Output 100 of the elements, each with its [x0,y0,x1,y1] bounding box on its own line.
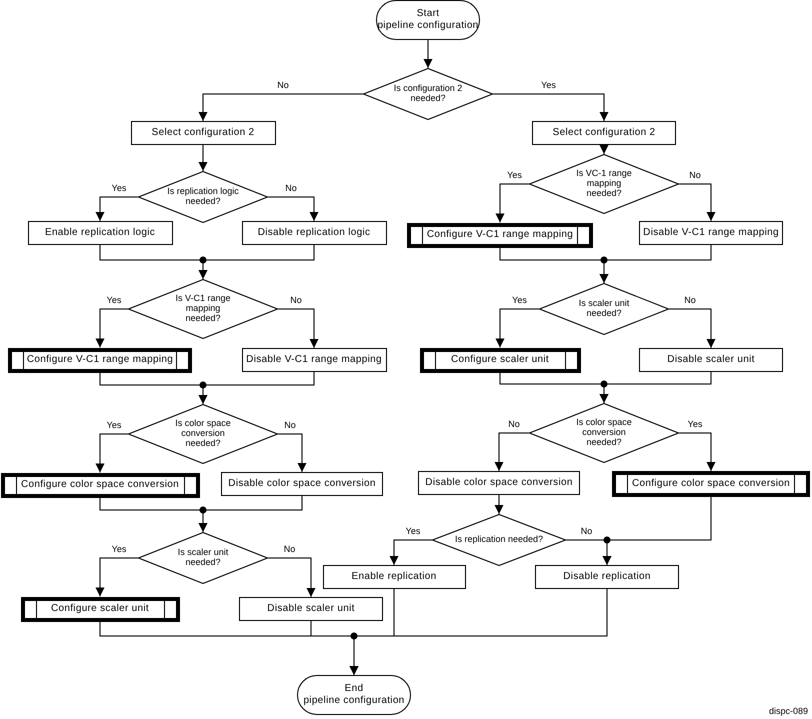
node-text: Configure scaler unit [50,603,149,615]
terminal-shape [297,675,411,715]
terminal-shape [376,0,480,40]
node-text: Configure color space conversion [632,478,790,490]
decision-diamond [138,171,268,223]
process-box [639,348,783,372]
edge-label: Yes [506,170,523,180]
node-text: Is replication needed? [454,535,544,545]
subprocess-box [612,471,810,497]
arrow [600,244,712,284]
arrow [494,494,504,514]
arrow [600,144,608,154]
arrow [496,184,530,223]
process-box [242,348,386,372]
figure-id: dispc-089 [768,706,808,716]
process-box [535,565,679,589]
decision-diamond [128,404,278,464]
process-box [639,221,783,245]
process-box [242,221,386,245]
arrow [566,540,612,566]
node-text: Disable scaler unit [267,603,355,615]
arrow [198,94,364,122]
arrow [678,184,716,222]
decision-diamond [432,514,566,566]
process-box [28,221,172,245]
edge-label: Yes [110,544,128,554]
edge-label: Yes [511,295,528,305]
arrow [278,308,318,348]
arrow [668,308,716,348]
node-text: Enable replication logic [44,227,156,239]
node-text: Is VC-1 range mapping needed? [575,169,633,199]
arrow [390,540,432,566]
edge-label: No [688,170,702,180]
edge-label: No [580,526,594,536]
node-text: Disable color space conversion [228,478,376,490]
process-box [418,471,580,495]
decision-diamond [529,154,679,214]
arrow [96,434,128,473]
edge-label: Yes [686,419,704,429]
node-text: Select configuration 2 [552,127,656,139]
decision-diamond [138,532,268,584]
arrow [198,372,314,404]
node-text: Configure V-C1 range mapping [26,354,174,366]
arrow [268,196,318,222]
decision-diamond [539,283,669,335]
node-text: Disable V-C1 range mapping [246,354,382,366]
node-text: Is color space conversion needed? [575,418,633,448]
arrow [496,308,540,348]
subprocess-box [420,348,580,372]
node-text: Enable replication [352,571,436,583]
edge-label: Yes [106,420,122,430]
arrow [678,432,716,472]
arrow [492,94,608,122]
node-text: pipeline configuration [303,695,405,707]
arrow [424,40,432,68]
node-text: Disable replication logic [258,227,370,239]
arrow [268,558,316,598]
edge-label: Yes [110,183,128,193]
edge-label: No [282,544,296,554]
arrow [350,588,608,676]
arrow [96,196,138,222]
node-text: Select configuration 2 [152,127,254,139]
edge-label: Yes [540,80,557,90]
subprocess-box [0,472,200,498]
node-text: Is color space conversion needed? [174,419,232,449]
subprocess-box [20,596,180,622]
node-text: Is V-C1 range mapping needed? [174,294,232,324]
edge-label: No [284,183,298,193]
decision-diamond [128,279,278,339]
process-box [322,565,466,589]
arrow [96,558,138,597]
node-text: Is scaler unit needed? [176,548,230,568]
node-text: Is configuration 2 needed? [392,84,464,104]
subprocess-box [407,222,593,248]
node-text: Disable replication [563,571,651,583]
node-text: Is replication logic needed? [166,187,240,207]
arrow [600,372,712,404]
edge-label: No [283,420,297,430]
node-text: End [344,683,364,695]
edge-label: No [289,295,303,305]
node-text: Configure V-C1 range mapping [426,229,574,241]
node-text: Disable scaler unit [667,354,755,366]
arrow [278,434,306,472]
decision-diamond [529,403,679,463]
arrow [96,308,128,348]
edge-label: No [507,419,521,429]
process-box [239,597,383,621]
node-text: Disable color space conversion [425,477,573,489]
edge-label: No [683,295,697,305]
process-box [221,472,383,496]
edge-label: Yes [106,295,122,305]
node-text: Configure color space conversion [20,479,179,491]
process-box [532,121,676,145]
node-text: Start [416,8,440,20]
process-box [130,121,276,145]
node-text: Configure scaler unit [450,354,549,366]
edge-label: No [276,80,290,90]
arrow [198,244,314,280]
arrow [494,432,530,472]
arrow [198,144,208,172]
